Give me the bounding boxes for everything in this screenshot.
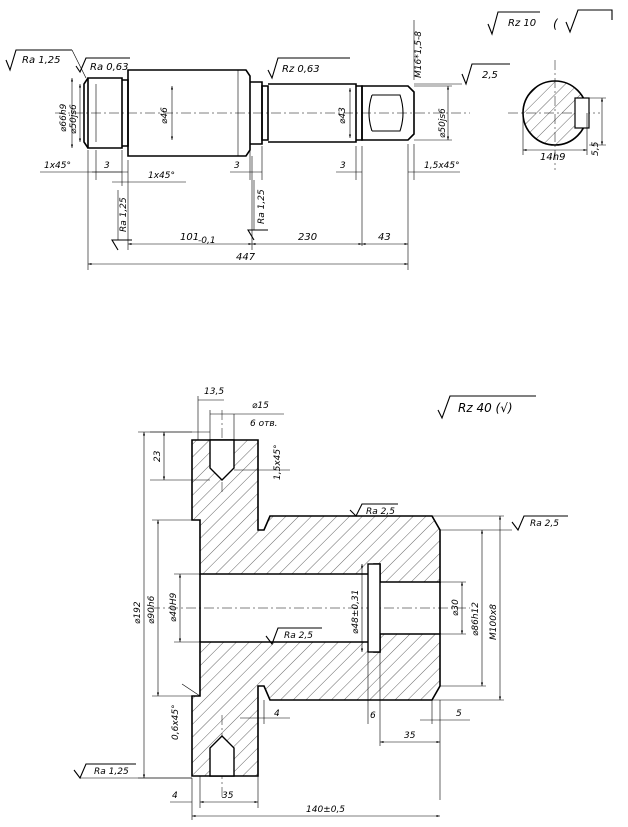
key-width: 14h9 [540, 152, 565, 163]
hub-rough-symbol-top [349, 503, 398, 517]
key-depth: 5,5 [591, 141, 601, 156]
dim-d50-right: ⌀50js6 [438, 108, 448, 138]
hub-groove [367, 563, 381, 653]
dim-35a: 35 [404, 731, 416, 741]
rough-symbol-rz063 [267, 57, 350, 80]
dim-len-43: 43 [378, 232, 391, 243]
dim-d46: ⌀46 [160, 107, 170, 124]
rough-symbol-ra125-a [5, 49, 72, 72]
hub-bolt-hole-bottom [209, 735, 235, 777]
dim-d90: ⌀90h6 [147, 595, 157, 624]
hub-rough-symbol-bore [265, 627, 322, 646]
rough-ra063: Ra 0,63 [90, 62, 129, 73]
rough-symbol-ra125-c [247, 229, 268, 241]
dim-d192: ⌀192 [133, 601, 143, 624]
dim-3c: 3 [340, 161, 346, 171]
shaft-keyway [368, 94, 404, 132]
hub-lower-section [191, 633, 441, 777]
dim-len-101-sub: -0,1 [198, 236, 216, 246]
hub-rough-main: Rz 40 (√) [458, 401, 513, 415]
dim-3b: 3 [234, 161, 240, 171]
dim-d15: ⌀15 [252, 401, 269, 411]
hub-rough-symbol-right [511, 515, 568, 532]
hub-drawing: Rz 40 (√) 13,5 ⌀15 6 отв. 23 1,5x45° Ra … [73, 387, 568, 820]
dim-35b: 35 [222, 791, 234, 801]
rough-symbol-check [565, 9, 613, 34]
dim-ch-left1: 1x45° [44, 161, 71, 171]
dim-holes: 6 отв. [250, 419, 278, 429]
hub-rough-symbol-main [437, 395, 536, 420]
hub-rough-ra25-right: Ra 2,5 [530, 519, 559, 529]
hub-rough-symbol-ra125 [73, 763, 136, 780]
dim-3a: 3 [104, 161, 110, 171]
rough-ra125-a: Ra 1,25 [22, 55, 61, 66]
hub-rough-ra25-bore: Ra 2,5 [284, 631, 313, 641]
dim-4a: 4 [274, 709, 280, 719]
dim-d40: ⌀40H9 [169, 592, 179, 622]
dim-140: 140±0,5 [306, 805, 345, 815]
dim-5: 5 [456, 709, 462, 719]
hub-rough-ra25-top: Ra 2,5 [366, 507, 395, 517]
shaft-cross-section: 14h9 5,5 [508, 60, 606, 170]
shaft-left-chamfer [83, 77, 89, 149]
dim-len-447: 447 [236, 252, 256, 263]
shaft-left-journal [87, 77, 123, 149]
dim-d86: ⌀86h12 [471, 602, 481, 636]
shaft-right-journal [361, 85, 415, 141]
rough-symbol-ra063 [75, 57, 130, 74]
dim-d50-left: ⌀50js6 [69, 104, 79, 134]
rough-symbol-25 [461, 63, 510, 86]
dim-6: 6 [370, 711, 376, 721]
dim-d66: ⌀66h9 [59, 103, 69, 132]
rough-main-paren: ( [553, 17, 559, 31]
dim-d48: ⌀48±0,31 [351, 590, 361, 634]
rough-symbol-ra125-b [111, 239, 132, 251]
shaft-neck-step [261, 85, 269, 141]
dim-len-101: 101 [180, 232, 199, 243]
shaft-middle [268, 83, 357, 143]
rough-rz063: Rz 0,63 [282, 64, 320, 75]
rough-main: Rz 10 [508, 18, 536, 29]
shaft-drawing: ⌀66h9 ⌀50js6 ⌀46 ⌀43 ⌀50js6 M16*1,5-8 Ra… [5, 9, 613, 270]
dim-135: 13,5 [204, 387, 224, 397]
dim-4b: 4 [172, 791, 178, 801]
rough-ra125-b: Ra 1,25 [119, 197, 129, 232]
thread-label: M16*1,5-8 [414, 31, 424, 78]
dim-ch-right: 1,5x45° [424, 161, 460, 171]
dim-ch-left2: 1x45° [148, 171, 175, 181]
hub-upper-section [191, 439, 441, 583]
rough-25: 2,5 [482, 70, 498, 81]
dim-d30: ⌀30 [451, 599, 461, 616]
dim-23: 23 [153, 450, 163, 462]
rough-symbol-main [487, 11, 540, 36]
hub-bolt-hole-top [209, 439, 235, 481]
dim-m100: M100x8 [489, 604, 499, 640]
dim-len-230: 230 [298, 232, 317, 243]
dim-d43: ⌀43 [338, 107, 348, 124]
rough-ra125-c: Ra 1,25 [257, 189, 267, 224]
dim-ch15: 1,5x45° [273, 444, 283, 480]
dim-ch06: 0,6x45° [171, 704, 181, 740]
hub-rough-ra125: Ra 1,25 [94, 767, 129, 777]
